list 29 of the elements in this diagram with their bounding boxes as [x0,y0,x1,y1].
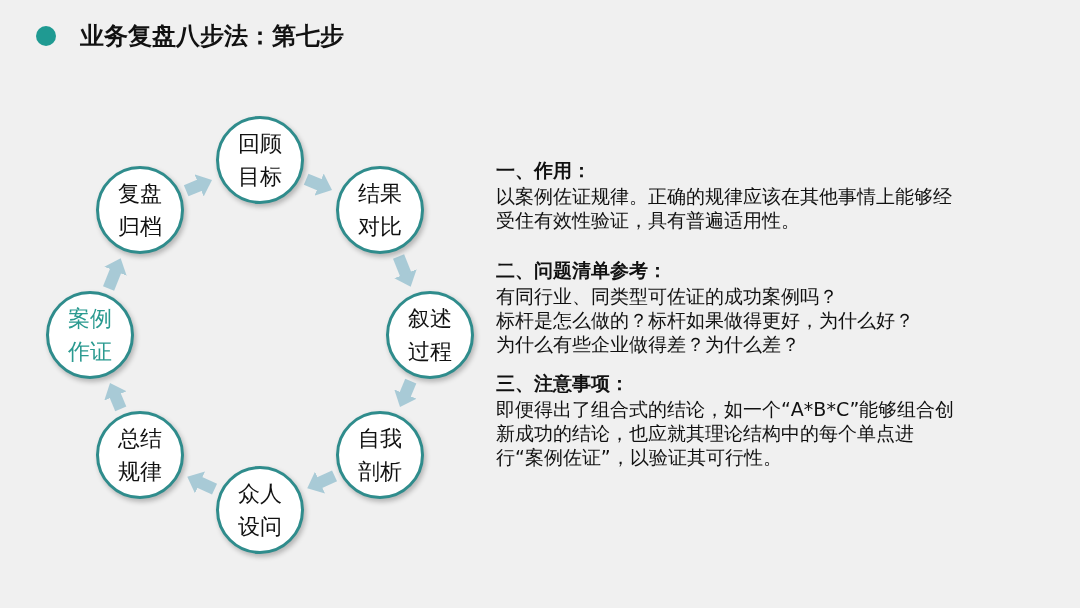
step-circle [96,411,184,499]
block-arrow [394,378,417,407]
step-label: 自我剖析 [358,425,402,486]
step-label: 结果对比 [358,180,402,241]
section-heading: 三、注意事项： [496,371,630,395]
block-arrow [183,174,212,197]
body-text: 标杆是怎么做的？标杆如果做得更好，为什么好？ [496,308,915,332]
block-arrow [187,471,218,495]
block-arrow [307,470,338,494]
step-label: 总结规律 [118,425,162,486]
step-label: 复盘归档 [118,180,162,241]
body-text: 即便得出了组合式的结论，如一个“A*B*C”能够组合创新成功的结论，也应就其理论结构中的每个单点进行“案例佐证”，以验证其可行性。 [496,397,956,469]
block-arrow [104,383,127,412]
body-text: 有同行业、同类型可佐证的成功案例吗？ [496,284,839,308]
step-circle [46,291,134,379]
slide-title: 业务复盘八步法：第七步 [80,21,344,52]
body-text: 以案例佐证规律。正确的规律应该在其他事情上能够经受住有效性验证，具有普遍适用性。 [496,184,953,232]
block-arrow [103,258,127,291]
step-circle [216,466,304,554]
step-label: 案例作证 [68,305,112,366]
step-circle [336,411,424,499]
step-label: 叙述过程 [408,305,452,366]
section-heading: 一、作用： [496,158,592,182]
step-label: 众人设问 [238,480,282,541]
block-arrow [393,254,417,287]
section-heading: 二、问题清单参考： [496,258,668,282]
body-text: 为什么有些企业做得差？为什么差？ [496,332,801,356]
block-arrow [303,173,332,196]
step-label: 回顾目标 [238,130,282,191]
